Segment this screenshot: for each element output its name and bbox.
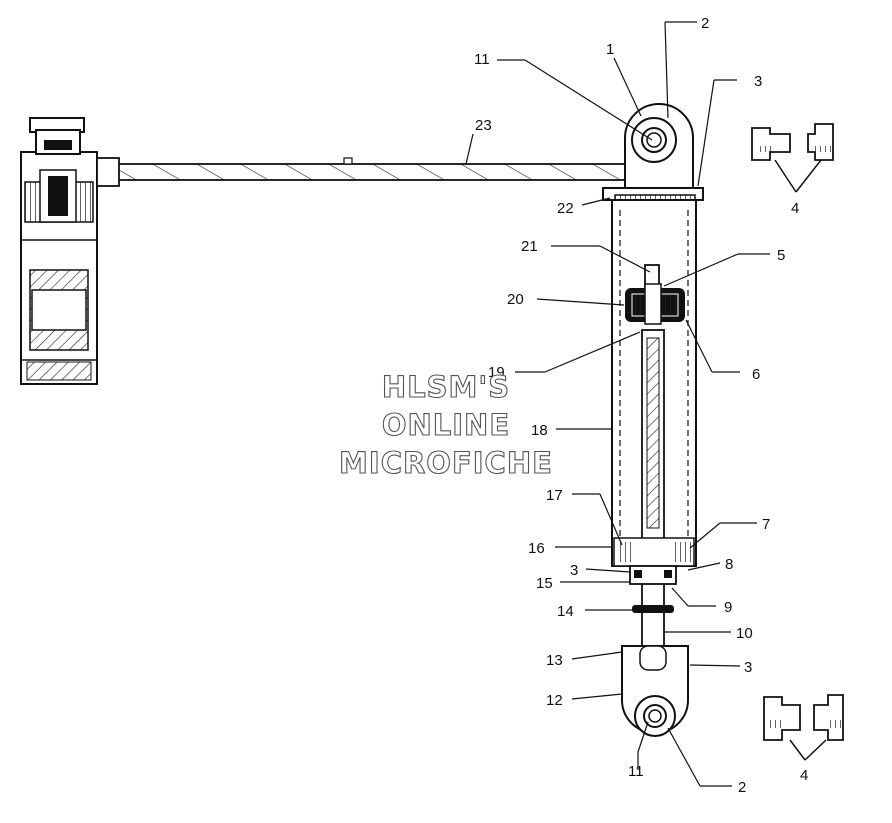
- callout-10: 10: [736, 625, 753, 642]
- callout-5: 5: [777, 247, 785, 264]
- watermark-line-1: HLSM'S: [382, 370, 510, 404]
- callout-7: 7: [762, 516, 770, 533]
- callout-23: 23: [475, 117, 492, 134]
- callout-2-top: 2: [701, 15, 709, 32]
- reservoir-hose: [96, 157, 626, 187]
- leader-lines: [465, 21, 770, 787]
- reservoir-canister: [20, 117, 98, 385]
- callout-3-top: 3: [754, 73, 762, 90]
- bottom-eye-mount: [621, 645, 689, 737]
- bushing-detail-bottom: [763, 694, 844, 761]
- callout-17: 17: [546, 487, 563, 504]
- watermark: HLSM'S ONLINE MICROFICHE: [339, 369, 553, 480]
- callout-6: 6: [752, 366, 760, 383]
- callout-21: 21: [521, 238, 538, 255]
- seal-head: [613, 537, 695, 613]
- callout-labels: 1 2 3 11 23 4 22 21 5 20 19 6 18 17 7 16…: [474, 15, 808, 796]
- callout-14: 14: [557, 603, 574, 620]
- callout-20: 20: [507, 291, 524, 308]
- top-eye-mount: [624, 103, 694, 191]
- callout-13: 13: [546, 652, 563, 669]
- callout-16: 16: [528, 540, 545, 557]
- piston-assembly: [625, 264, 685, 325]
- callout-3-lower: 3: [744, 659, 752, 676]
- callout-9: 9: [724, 599, 732, 616]
- callout-19: 19: [488, 364, 505, 381]
- callout-2-bottom: 2: [738, 779, 746, 796]
- callout-3-mid: 3: [570, 562, 578, 579]
- callout-15: 15: [536, 575, 553, 592]
- callout-8: 8: [725, 556, 733, 573]
- callout-4-top: 4: [791, 200, 799, 217]
- callout-4-bottom: 4: [800, 767, 808, 784]
- callout-22: 22: [557, 200, 574, 217]
- callout-11-top: 11: [474, 51, 490, 68]
- callout-18: 18: [531, 422, 548, 439]
- callout-12: 12: [546, 692, 563, 709]
- watermark-line-2: ONLINE: [382, 408, 510, 442]
- watermark-line-3: MICROFICHE: [339, 446, 553, 480]
- callout-1: 1: [606, 41, 614, 58]
- bushing-detail-top: [751, 123, 834, 193]
- callout-11-bottom: 11: [628, 763, 644, 780]
